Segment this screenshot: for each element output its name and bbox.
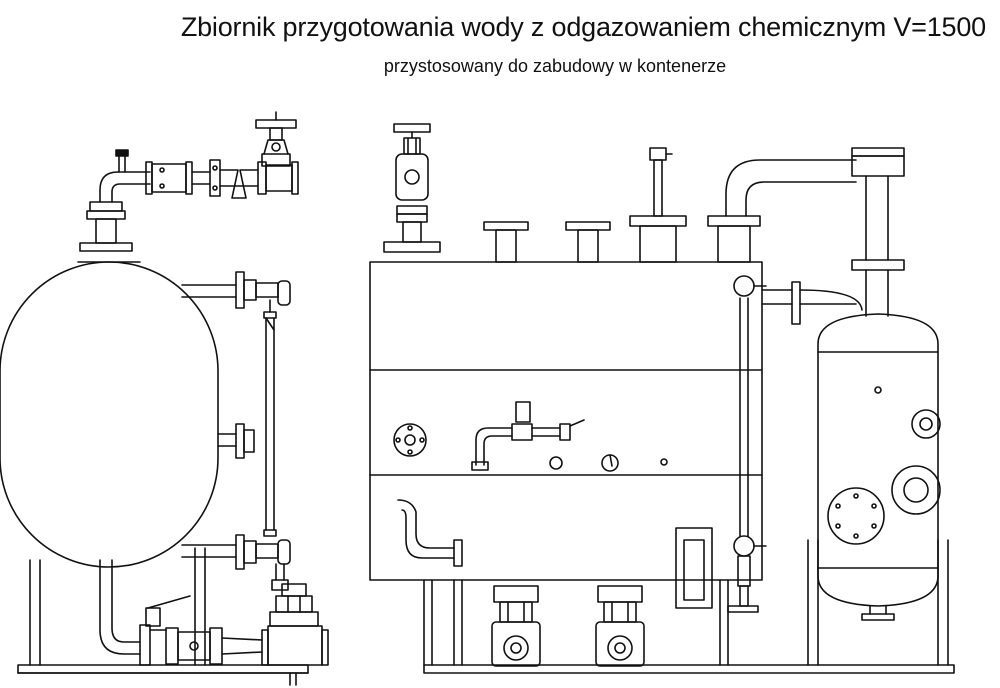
deaerator-vessel (818, 314, 940, 620)
vent-pipe (726, 148, 904, 324)
top-nozzles-right (484, 148, 760, 262)
bottom-pump-left (100, 560, 328, 665)
pump-1 (492, 586, 540, 666)
pump-2 (596, 586, 644, 666)
side-flange (394, 424, 426, 456)
container-tank (370, 262, 762, 580)
top-nozzle-left (80, 150, 150, 251)
sample-port (661, 459, 667, 465)
inlet-pipe-right (398, 500, 462, 566)
control-box (676, 528, 712, 608)
base-frame-right (424, 540, 954, 673)
sight-port (550, 457, 562, 469)
side-view (0, 112, 328, 685)
middle-nozzle-left (218, 424, 254, 458)
dosing-line (472, 402, 584, 470)
base-frame-left (18, 548, 308, 685)
level-gauge-left (182, 272, 290, 590)
drawing-subtitle: przystosowany do zabudowy w kontenerze (383, 56, 727, 76)
drawing-title: Zbiornik przygotowania wody z odgazowani… (180, 12, 986, 42)
horizontal-tank (0, 262, 218, 567)
front-view (370, 124, 954, 673)
valve-train-top (146, 112, 298, 198)
level-gauge-right (728, 276, 766, 612)
top-valve-right (384, 124, 440, 252)
